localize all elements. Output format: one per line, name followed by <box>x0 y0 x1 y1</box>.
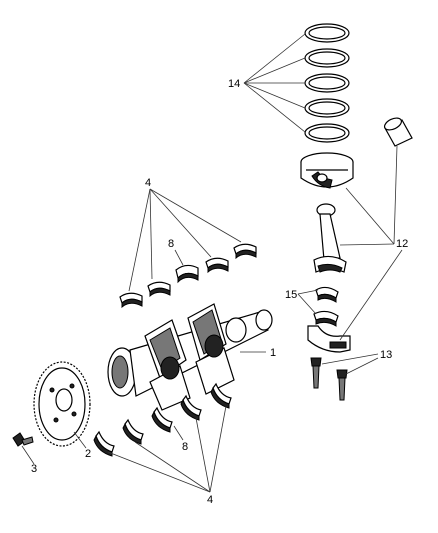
callout-13: 13 <box>380 349 392 361</box>
upper-main-bearings <box>119 243 257 309</box>
callout-8-top: 8 <box>168 238 174 250</box>
piston <box>300 152 354 189</box>
flex-plate <box>33 361 91 447</box>
connecting-rod <box>313 203 347 273</box>
callout-2: 2 <box>85 448 91 460</box>
callout-4-bottom: 4 <box>207 494 213 506</box>
rod-bolts <box>310 357 348 401</box>
callout-14: 14 <box>228 78 240 90</box>
piston-rings <box>304 23 350 143</box>
rod-bearing-shells <box>313 286 339 327</box>
flex-plate-bolt <box>12 432 34 447</box>
callout-3: 3 <box>31 463 37 475</box>
callout-12: 12 <box>396 238 408 250</box>
callout-15: 15 <box>285 289 297 301</box>
crankshaft <box>107 303 273 411</box>
rod-cap <box>307 325 351 353</box>
callout-8-bottom: 8 <box>182 441 188 453</box>
lower-main-bearings <box>93 382 232 457</box>
callout-4-top: 4 <box>145 177 151 189</box>
piston-pin <box>383 117 413 147</box>
leader-lines <box>21 33 403 493</box>
callout-1: 1 <box>270 347 276 359</box>
callout-labels: 14 12 15 13 4 8 1 8 4 2 3 <box>31 78 408 506</box>
